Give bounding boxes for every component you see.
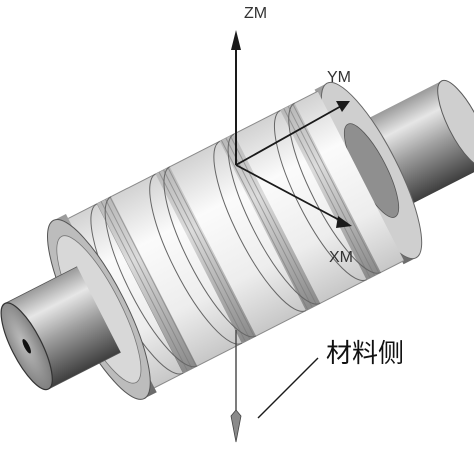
x-axis-arrowhead <box>336 216 352 228</box>
y-axis-arrowhead <box>336 101 350 112</box>
groove-band-2 <box>149 166 257 345</box>
left-shaft <box>0 266 121 391</box>
material-side-label: 材料侧 <box>326 339 404 369</box>
z-axis-arrowhead <box>231 30 241 50</box>
groove-band-3 <box>213 133 321 312</box>
material-side-arrowhead <box>230 409 242 443</box>
right-flange <box>314 81 423 265</box>
x-axis-label: XM <box>329 249 353 266</box>
x-axis <box>235 164 352 228</box>
y-axis-label: YM <box>327 69 351 86</box>
z-axis <box>231 30 241 165</box>
center-hole <box>22 339 31 354</box>
y-axis <box>235 101 350 166</box>
z-axis-label: ZM <box>244 5 267 22</box>
roll-body <box>0 79 474 400</box>
material-side-axis <box>230 330 242 443</box>
callout-leader-line <box>257 357 319 419</box>
groove-band-4 <box>273 102 382 281</box>
